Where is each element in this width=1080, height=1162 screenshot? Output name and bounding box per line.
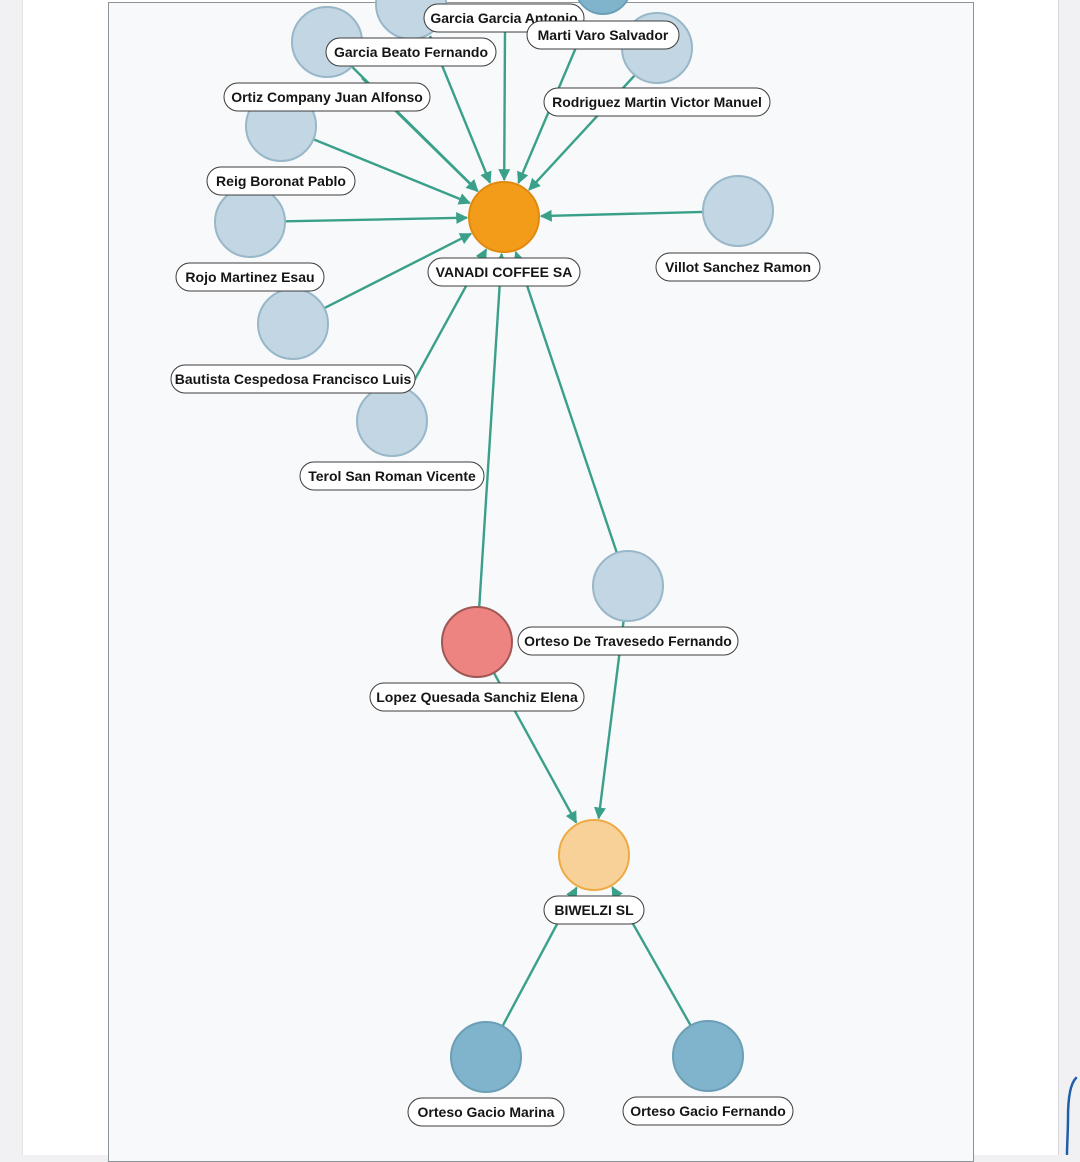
node-label-lopez[interactable]: Lopez Quesada Sanchiz Elena: [369, 682, 585, 712]
node-label-orteso_marina[interactable]: Orteso Gacio Marina: [407, 1097, 565, 1127]
label-text: Rodriguez Martin Victor Manuel: [552, 94, 762, 110]
label-pill: [526, 20, 680, 50]
label-text: Lopez Quesada Sanchiz Elena: [376, 689, 578, 705]
label-pill: [427, 257, 581, 287]
label-text: Orteso Gacio Marina: [418, 1104, 555, 1120]
label-text: Rojo Martinez Esau: [185, 269, 314, 285]
nodes-layer: [214, 0, 774, 1093]
node-label-biwelzi[interactable]: BIWELZI SL: [543, 895, 645, 925]
label-pill: [517, 626, 739, 656]
edge-lopez-to-vanadi: [478, 252, 507, 608]
edge-orteso_travesedo-to-vanadi: [513, 250, 618, 554]
node-label-vanadi[interactable]: VANADI COFFEE SA: [427, 257, 581, 287]
label-text: Marti Varo Salvador: [538, 27, 669, 43]
label-pill: [543, 895, 645, 925]
node-orteso_fernando[interactable]: [672, 1020, 744, 1092]
label-pill: [407, 1097, 565, 1127]
node-label-orteso_fernando[interactable]: Orteso Gacio Fernando: [622, 1096, 794, 1126]
edge-reig-to-vanadi: [312, 138, 471, 205]
node-vanadi[interactable]: [468, 181, 540, 253]
node-label-ortiz[interactable]: Ortiz Company Juan Alfonso: [223, 82, 431, 112]
label-text: BIWELZI SL: [554, 902, 634, 918]
label-pill: [655, 252, 821, 282]
node-label-marti[interactable]: Marti Varo Salvador: [526, 20, 680, 50]
label-pill: [206, 166, 356, 196]
label-text: Bautista Cespedosa Francisco Luis: [175, 371, 412, 387]
node-label-garcia_beato[interactable]: Garcia Beato Fernando: [325, 37, 497, 67]
label-pill: [299, 461, 485, 491]
node-terol[interactable]: [356, 385, 428, 457]
node-top_partial[interactable]: [575, 0, 631, 15]
edge-villot-to-vanadi: [539, 209, 704, 222]
node-label-rodriguez[interactable]: Rodriguez Martin Victor Manuel: [543, 87, 771, 117]
edge-rojo-to-vanadi: [284, 211, 469, 224]
label-pill: [175, 262, 325, 292]
edge-bautista-to-vanadi: [323, 232, 473, 310]
node-biwelzi[interactable]: [558, 819, 630, 891]
label-text: Garcia Beato Fernando: [334, 44, 488, 60]
node-orteso_marina[interactable]: [450, 1021, 522, 1093]
edge-top_partial-to-vanadi: [498, 29, 511, 182]
node-label-villot[interactable]: Villot Sanchez Ramon: [655, 252, 821, 282]
node-orteso_travesedo[interactable]: [592, 550, 664, 622]
node-lopez[interactable]: [441, 606, 513, 678]
node-villot[interactable]: [702, 175, 774, 247]
label-pill: [369, 682, 585, 712]
label-text: Terol San Roman Vicente: [308, 468, 476, 484]
label-pill: [223, 82, 431, 112]
node-label-reig[interactable]: Reig Boronat Pablo: [206, 166, 356, 196]
node-label-orteso_travesedo[interactable]: Orteso De Travesedo Fernando: [517, 626, 739, 656]
label-text: Reig Boronat Pablo: [216, 173, 346, 189]
label-text: Villot Sanchez Ramon: [665, 259, 811, 275]
label-text: Orteso De Travesedo Fernando: [524, 633, 732, 649]
node-label-bautista[interactable]: Bautista Cespedosa Francisco Luis: [170, 364, 416, 394]
labels-layer: VANADI COFFEE SA BIWELZI SL Garcia Garcia …: [170, 3, 821, 1127]
node-bautista[interactable]: [257, 288, 329, 360]
node-label-garcia_antonio[interactable]: Garcia Garcia Antonio: [423, 3, 585, 33]
label-pill: [325, 37, 497, 67]
node-label-rojo[interactable]: Rojo Martinez Esau: [175, 262, 325, 292]
label-pill: [543, 87, 771, 117]
label-pill: [170, 364, 416, 394]
node-rojo[interactable]: [214, 186, 286, 258]
label-text: Orteso Gacio Fernando: [630, 1103, 786, 1119]
node-label-terol[interactable]: Terol San Roman Vicente: [299, 461, 485, 491]
label-text: Ortiz Company Juan Alfonso: [231, 89, 423, 105]
pen-stroke-mark: [1065, 1076, 1078, 1155]
label-text: VANADI COFFEE SA: [436, 264, 573, 280]
label-pill: [622, 1096, 794, 1126]
